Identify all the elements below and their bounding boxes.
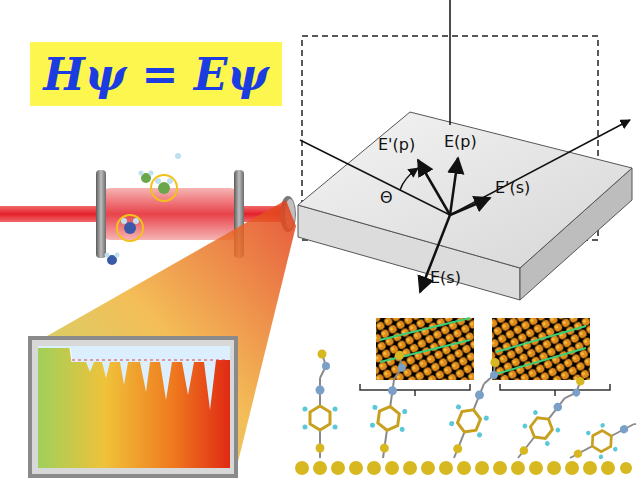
- field-label: E(s): [430, 270, 461, 286]
- equation-box: Hψ = Eψ: [30, 42, 282, 106]
- equation-text: Hψ = Eψ: [43, 49, 268, 100]
- field-label: E(p): [444, 134, 477, 150]
- field-label: E'(p): [378, 137, 415, 153]
- field-label: E'(s): [495, 180, 530, 196]
- angle-label: Θ: [380, 190, 393, 206]
